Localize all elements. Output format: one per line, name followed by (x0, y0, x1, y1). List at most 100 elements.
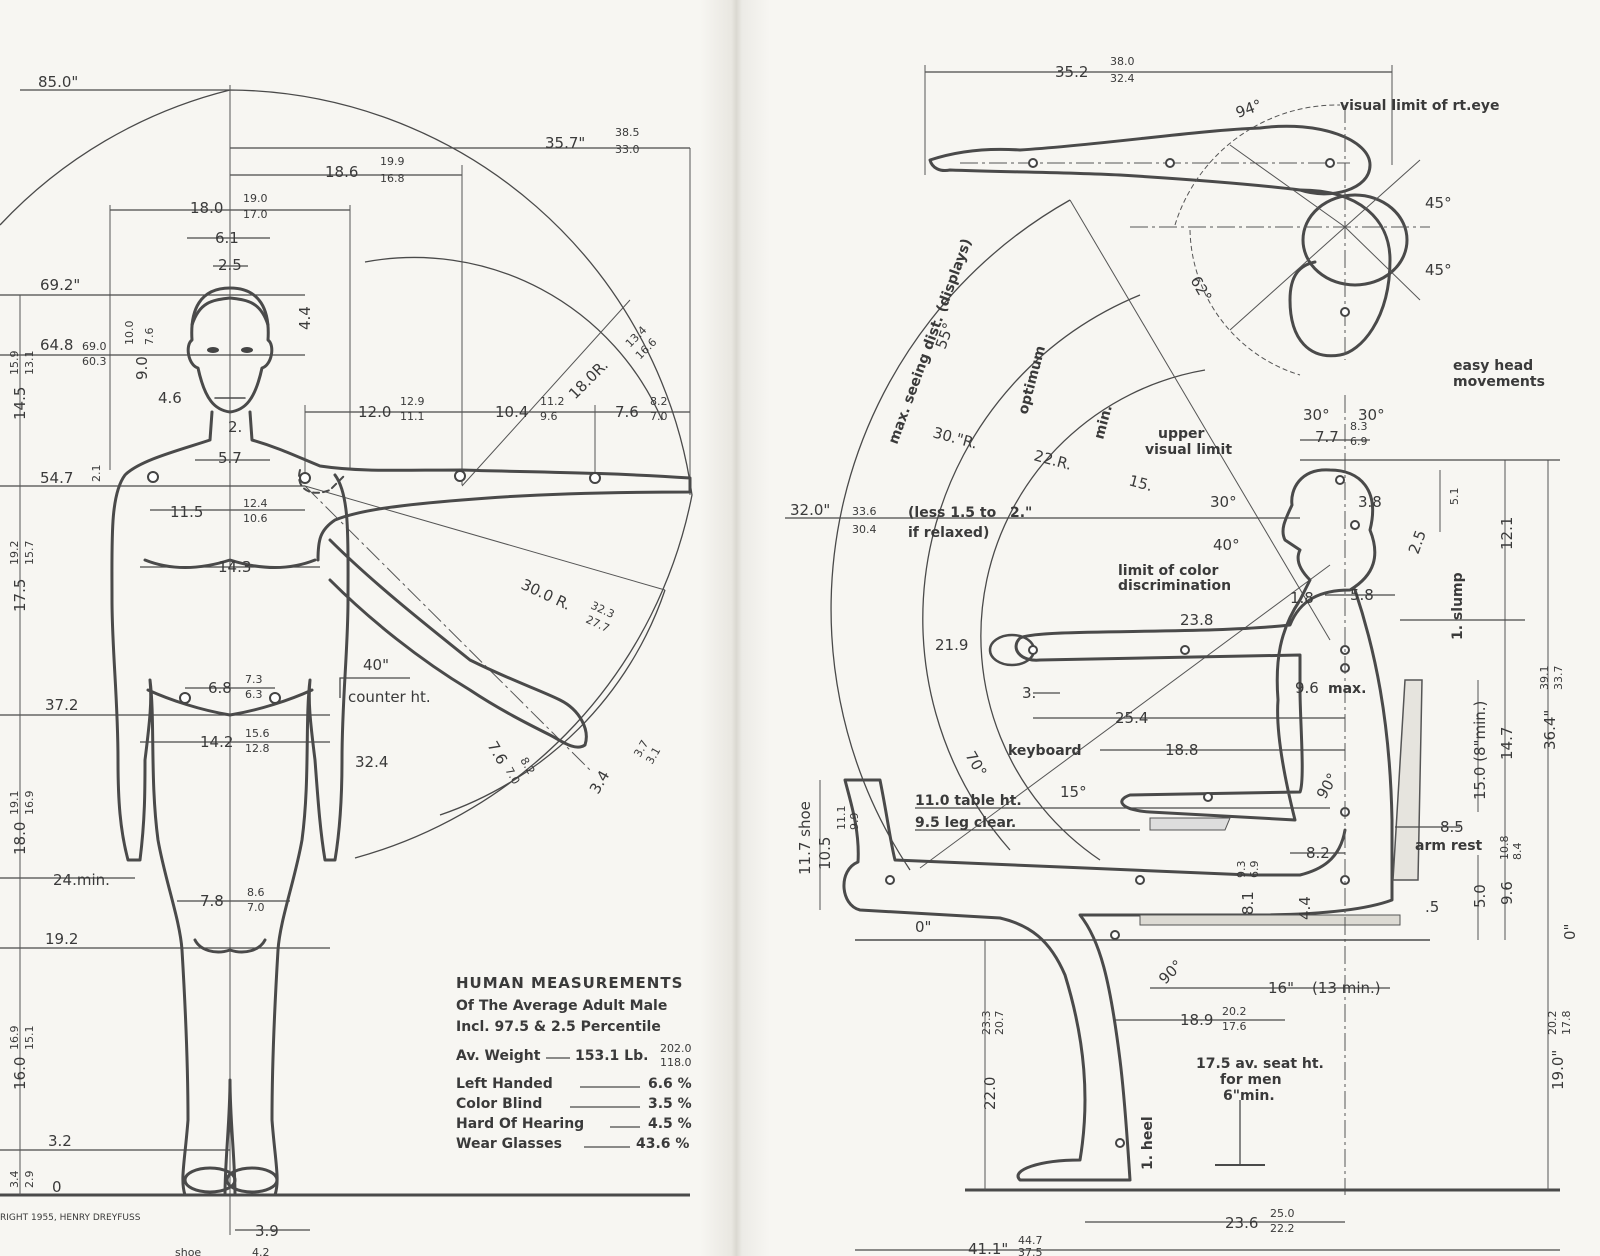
label-22-0-high: 23.3 (980, 1011, 993, 1036)
label-3-2: 3.2 (48, 1132, 72, 1150)
label-0-5: .5 (1425, 898, 1439, 916)
label-7-6: 7.6 (615, 403, 639, 421)
label-30-radius: 30."R. (931, 423, 980, 452)
right-page-labels: 35.2 38.0 32.4 94° visual limit of rt.ey… (790, 55, 1579, 1256)
label-64-8-high: 69.0 (82, 340, 107, 353)
stat-color-blind-label: Color Blind (456, 1096, 542, 1112)
label-32-0-high: 33.6 (852, 505, 877, 518)
label-18-0: 18.0 (190, 199, 223, 217)
label-table-ht: 11.0 table ht. (915, 793, 1022, 809)
label-32-0-low: 30.4 (852, 523, 877, 536)
label-heel: 1. heel (1140, 1116, 1156, 1170)
label-12-0-high: 12.9 (400, 395, 425, 408)
seat-hatch (1139, 914, 1401, 926)
label-12-0-low: 11.1 (400, 410, 425, 423)
label-23-6-low: 22.2 (1270, 1222, 1295, 1235)
label-22-0-low: 20.7 (993, 1011, 1006, 1036)
label-14-5-low: 13.1 (23, 351, 36, 376)
label-counter-40: 40" (363, 656, 389, 674)
label-35-7-high: 38.5 (615, 126, 640, 139)
stat-color-blind-value: 3.5 % (648, 1096, 692, 1112)
label-1-8: 1.8 (1290, 589, 1314, 607)
label-9-3: 9.3 (1235, 861, 1248, 879)
label-7-7: 7.7 (1315, 428, 1339, 446)
label-6-8-high: 7.3 (245, 673, 263, 686)
chair-back (1392, 679, 1423, 881)
legend-weight-value: 153.1 Lb. (575, 1048, 648, 1064)
label-41-1-high: 44.7 (1018, 1234, 1043, 1247)
label-18-9-high: 20.2 (1222, 1005, 1247, 1018)
label-movements: movements (1453, 374, 1545, 390)
label-7-6-head: 7.6 (143, 328, 156, 346)
max-seeing-arc (830, 199, 1071, 871)
label-less-1-5: (less 1.5 to (908, 505, 997, 521)
label-5-0: 5.0 (1471, 884, 1489, 908)
copyright-credit: RIGHT 1955, HENRY DREYFUSS (0, 1213, 141, 1223)
optimum-arc (922, 294, 1141, 851)
label-2-9-foot: 2.9 (23, 1171, 36, 1189)
label-35-2: 35.2 (1055, 63, 1088, 81)
label-5-7: 5.7 (218, 449, 242, 467)
label-2-inch: 2." (1010, 505, 1032, 521)
label-18-9-low: 17.6 (1222, 1020, 1247, 1033)
label-hand-7-6-low: 7.0 (502, 765, 522, 787)
legend-weight-high: 202.0 (660, 1042, 692, 1055)
label-14-2: 14.2 (200, 733, 233, 751)
label-15-0: 15.0 (8"min.) (1471, 701, 1489, 800)
label-16-0-low: 15.1 (23, 1026, 36, 1051)
label-7-6-low: 7.0 (650, 410, 668, 423)
legend-weight-label: Av. Weight (456, 1048, 541, 1064)
label-11-5-high: 12.4 (243, 497, 268, 510)
label-36-4-low: 33.7 (1552, 666, 1565, 691)
label-14-3: 14.3 (218, 558, 251, 576)
label-14-7: 14.7 (1498, 727, 1516, 760)
label-10-4: 10.4 (495, 403, 528, 421)
stat-glasses-label: Wear Glasses (456, 1136, 562, 1152)
label-max: max. (1328, 681, 1366, 697)
label-90-deg-knee: 90° (1155, 956, 1187, 988)
label-4-4-right: 4.4 (1296, 896, 1314, 920)
label-easy-head: easy head (1453, 358, 1533, 374)
label-18-9: 18.9 (1180, 1011, 1213, 1029)
label-keyboard: keyboard (1008, 743, 1082, 759)
label-35-7-low: 33.0 (615, 143, 640, 156)
label-19-2: 19.2 (45, 930, 78, 948)
label-upper: upper (1158, 426, 1205, 442)
label-7-8-low: 7.0 (247, 901, 265, 914)
label-6-1: 6.1 (215, 229, 239, 247)
label-69-2: 69.2" (40, 276, 80, 294)
stat-hearing-label: Hard Of Hearing (456, 1116, 584, 1132)
legend-weight-low: 118.0 (660, 1056, 692, 1069)
label-15-radius: 15. (1127, 471, 1155, 495)
label-23-6: 23.6 (1225, 1214, 1258, 1232)
label-30-deg-right: 30° (1358, 406, 1385, 424)
label-7-8-high: 8.6 (247, 886, 265, 899)
label-35-2-low: 32.4 (1110, 72, 1135, 85)
label-23-6-high: 25.0 (1270, 1207, 1295, 1220)
left-page-labels: 85.0" 35.7" 38.5 33.0 18.6 19.9 16.8 18.… (0, 73, 668, 1256)
label-10-4-low: 9.6 (540, 410, 558, 423)
label-94-deg: 94° (1233, 96, 1264, 122)
stat-glasses-value: 43.6 % (636, 1136, 689, 1152)
label-6-8: 6.8 (208, 679, 232, 697)
label-30-0-radius: 30.0 R. (518, 575, 573, 614)
reach-arc-outer (0, 89, 693, 859)
label-30-deg-eye: 30° (1210, 493, 1237, 511)
label-6-9: 6.9 (1248, 861, 1261, 879)
label-3-9: 3.9 (255, 1222, 279, 1240)
label-70-deg: 70° (962, 748, 991, 780)
label-7-7-low: 6.9 (1350, 435, 1368, 448)
label-6-8-low: 6.3 (245, 688, 263, 701)
label-discrimination: discrimination (1118, 578, 1231, 594)
label-zero-left: 0 (52, 1178, 62, 1196)
legend-percentile: Incl. 97.5 & 2.5 Percentile (456, 1019, 661, 1035)
label-hand-7-6: 7.6 (484, 738, 512, 768)
label-36-4: 36.4" (1541, 710, 1559, 750)
label-7-6-high: 8.2 (650, 395, 668, 408)
label-21-9: 21.9 (935, 636, 968, 654)
label-zero-seat: 0" (915, 918, 931, 936)
label-41-1: 41.1" (968, 1240, 1008, 1256)
label-arm-rest: arm rest (1415, 838, 1483, 854)
label-30-deg-left: 30° (1303, 406, 1330, 424)
label-9-9: 9.9 (848, 813, 861, 831)
